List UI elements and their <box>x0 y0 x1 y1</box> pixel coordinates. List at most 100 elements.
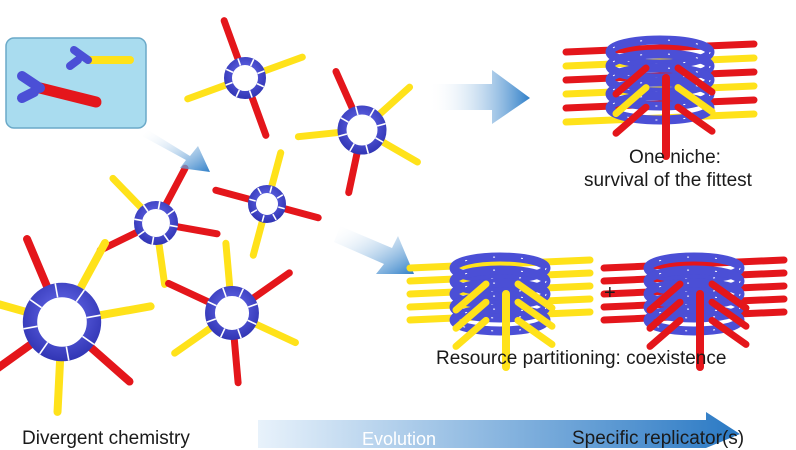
stack-ring-break <box>453 269 547 293</box>
evolution-label: Evolution <box>362 429 437 449</box>
bottom-evolution-arrow <box>258 412 740 448</box>
plus-sign: + <box>604 282 616 304</box>
segment-break <box>369 108 375 117</box>
arrow-to-one-niche <box>428 70 530 124</box>
macrocycle-icon <box>165 239 299 387</box>
stack-ring-break <box>453 282 547 306</box>
arm <box>0 337 39 372</box>
segment-break <box>250 209 258 214</box>
arm <box>267 149 285 192</box>
segment-break <box>142 204 149 212</box>
segment-break <box>247 319 257 326</box>
fibre-stack-icon <box>406 252 594 371</box>
segment-break <box>349 143 355 152</box>
segment-break <box>354 106 359 116</box>
fibre-stack-icon <box>562 35 758 160</box>
arm <box>708 280 750 312</box>
arm <box>612 103 650 137</box>
segment-break <box>134 218 143 222</box>
segment-break <box>375 137 384 143</box>
arm <box>674 64 716 96</box>
segment-break <box>169 224 178 228</box>
segment-break <box>157 201 161 210</box>
segment-break <box>238 288 245 298</box>
stack-ring-break <box>609 53 711 79</box>
segment-break <box>86 314 101 319</box>
arm <box>674 103 716 135</box>
arm <box>74 238 110 297</box>
arm <box>377 137 421 166</box>
one-niche-subtitle: survival of the fittest <box>584 170 752 191</box>
stack-ring-break <box>609 39 711 65</box>
segment-break <box>237 58 242 66</box>
arm <box>374 83 414 119</box>
segment-break <box>219 328 226 338</box>
specific-replicators-label: Specific replicator(s) <box>572 428 745 449</box>
stack-ring-break <box>647 269 741 293</box>
arm <box>83 340 134 386</box>
segment-break <box>235 89 241 98</box>
segment-break <box>276 194 284 199</box>
arm <box>212 186 255 204</box>
arm <box>646 298 684 332</box>
segment-break <box>163 234 170 242</box>
segment-break <box>167 209 175 216</box>
segment-break <box>65 346 70 361</box>
arm <box>514 280 556 312</box>
arm <box>0 300 34 317</box>
segment-break <box>151 236 155 245</box>
segment-break <box>365 144 370 154</box>
arm <box>230 333 242 387</box>
segment-break <box>207 300 217 307</box>
building-block-icon <box>17 46 134 108</box>
ring <box>224 57 266 99</box>
macrocycle-icon <box>212 149 322 259</box>
arm <box>646 316 684 350</box>
segment-break <box>338 133 348 138</box>
arm <box>332 68 357 114</box>
segment-break <box>249 58 255 67</box>
segment-break <box>256 82 265 88</box>
arm <box>259 53 306 76</box>
segment-break <box>278 206 285 210</box>
arrow-to-partitioning <box>334 226 414 274</box>
segment-break <box>23 325 38 330</box>
segment-break <box>75 289 86 303</box>
resource-partitioning-label: Resource partitioning: coexistence <box>436 348 727 369</box>
arm <box>674 84 716 116</box>
arm <box>612 64 650 98</box>
macrocycle-icon <box>96 164 221 288</box>
segment-break <box>261 215 265 222</box>
segment-break <box>247 303 258 308</box>
arm <box>708 316 750 348</box>
arm <box>249 216 267 259</box>
segment-break <box>54 283 59 298</box>
arm <box>91 302 155 321</box>
segment-break <box>29 298 43 309</box>
arm <box>247 92 270 139</box>
one-niche-title: One niche: <box>629 147 721 168</box>
stack-ring-break <box>647 256 741 280</box>
ring <box>248 185 286 223</box>
segment-break <box>225 81 233 86</box>
segment-break <box>222 287 227 298</box>
stack-ring-break <box>609 67 711 93</box>
segment-break <box>269 186 273 193</box>
arm <box>708 298 750 330</box>
segment-break <box>206 318 217 323</box>
macrocycle-icon <box>184 17 306 139</box>
arm <box>109 174 146 213</box>
arm <box>220 17 243 64</box>
segment-break <box>248 90 253 98</box>
arm <box>514 316 556 348</box>
arm <box>452 316 490 350</box>
arm <box>222 239 234 293</box>
arm <box>612 84 650 118</box>
segment-break <box>225 68 234 74</box>
arm <box>161 164 189 209</box>
stack-ring-break <box>647 282 741 306</box>
arm <box>184 80 231 103</box>
segment-break <box>249 198 256 202</box>
arm <box>345 148 361 197</box>
segment-break <box>376 122 386 127</box>
